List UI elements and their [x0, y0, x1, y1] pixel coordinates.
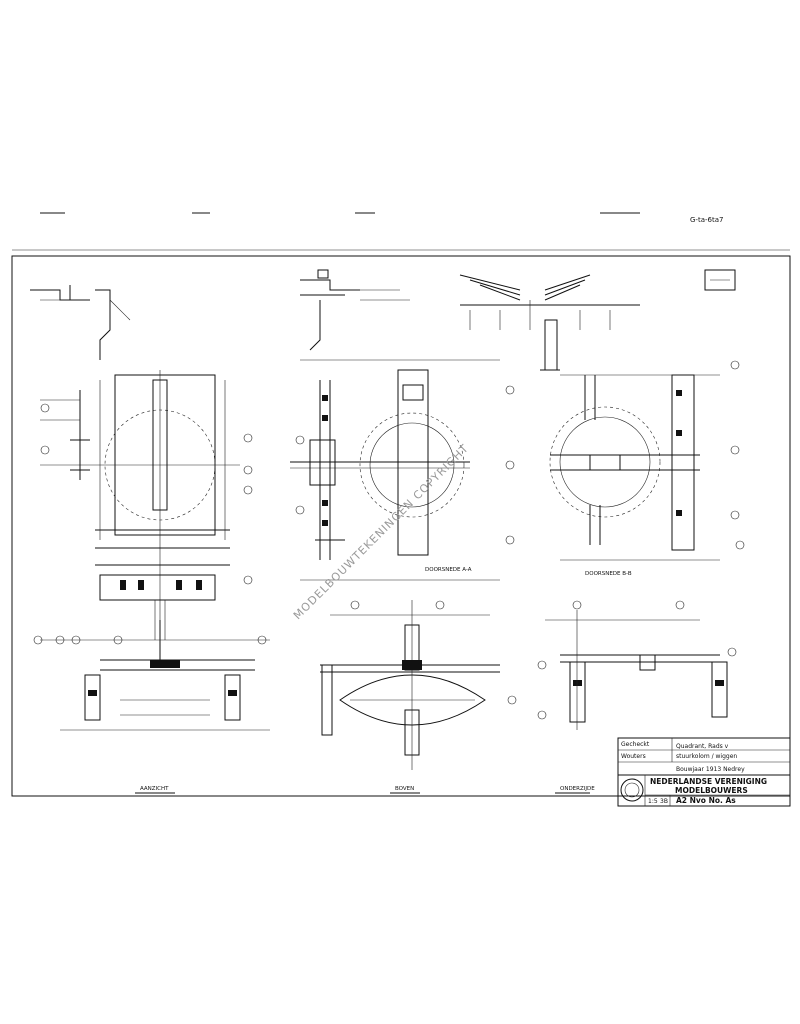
title-check: Gecheckt: [621, 741, 650, 748]
callout-balloons: [33, 360, 745, 720]
lower-left-view: [40, 620, 270, 731]
drawing-border: [11, 255, 791, 797]
title-subject-1: Quadrant, Rads v: [676, 743, 729, 750]
top-detail-left: [30, 285, 131, 360]
title-org-1: NEDERLANDSE VERENIGING: [650, 777, 767, 786]
lower-right-view: [545, 610, 728, 730]
top-detail-far-right: [704, 269, 736, 291]
top-detail-center: [300, 269, 410, 351]
front-view: [40, 370, 240, 640]
copyright-watermark: MODELBOUWTEKENINGEN COPYRIGHT: [291, 442, 471, 622]
title-subject-2: stuurkolom / wiggen: [676, 753, 737, 760]
title-material: Bouwjaar 1913 Nedrey: [676, 766, 745, 773]
section-view: [290, 359, 500, 581]
title-org-2: MODELBOUWERS: [675, 786, 748, 795]
title-sheet-label: A2 Nvo No. As: [676, 796, 736, 805]
view-label-lower-center: BOVEN: [395, 786, 414, 792]
side-view: [549, 374, 720, 561]
view-label-lower-left: AANZICHT: [140, 786, 169, 792]
view-label-lower-right: ONDERZIJDE: [560, 786, 595, 792]
lower-center-view: [320, 600, 500, 770]
title-drawn-by: Wouters: [621, 753, 646, 760]
nvm-logo: [620, 778, 644, 802]
top-detail-right-fan: [459, 274, 640, 371]
view-label-side: DOORSNEDE B-B: [585, 571, 632, 577]
title-scale: 1:5: [648, 798, 658, 805]
title-block: Wouters Gecheckt Quadrant, Rads v stuurk…: [617, 737, 791, 807]
title-sheet-number: 3B: [660, 798, 668, 805]
drawing-code: G-ta-6ta7: [690, 216, 723, 224]
view-label-section: DOORSNEDE A-A: [425, 567, 472, 573]
